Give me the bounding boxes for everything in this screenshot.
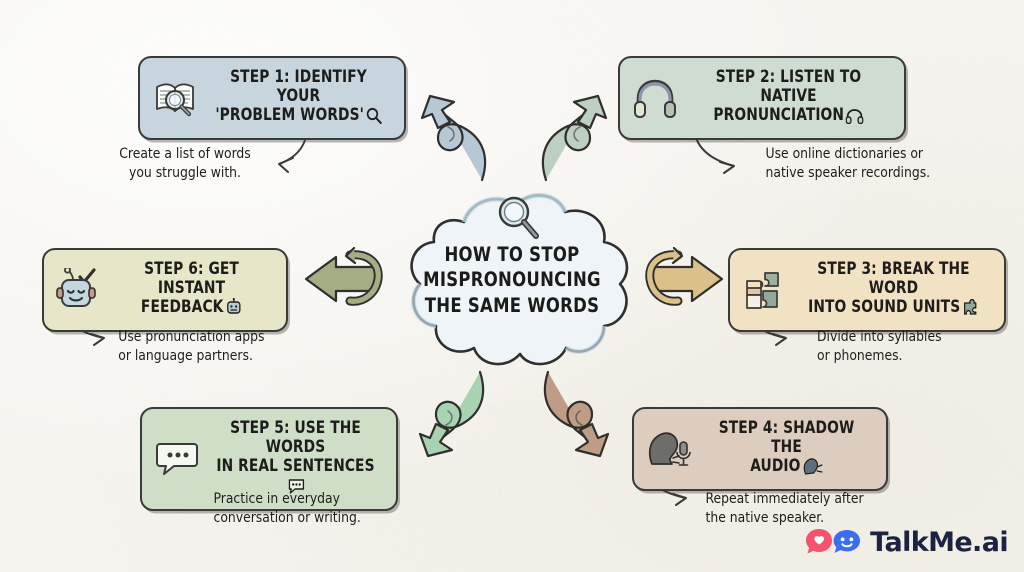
arrow-to-step-1 <box>420 94 487 182</box>
arrow-to-step-6 <box>304 246 383 306</box>
step-4-line1: STEP 4: SHADOW THE <box>718 418 855 457</box>
step-5-line1: STEP 5: USE THE WORDS <box>230 418 361 457</box>
step-1-line2: 'PROBLEM WORDS' <box>215 105 364 125</box>
step-2-line2: PRONUNCIATION <box>713 105 845 125</box>
step-6-line2: FEEDBACK <box>140 297 224 317</box>
book-magnifier-icon <box>152 76 198 120</box>
speech-bubble-icon <box>154 436 200 480</box>
step-box-3-title: STEP 3: BREAK THE WORD INTO SOUND UNITS <box>804 259 983 320</box>
step-caption-3: Divide into syllables or phonemes. <box>817 329 942 364</box>
arrow-to-step-5 <box>418 370 485 458</box>
step-3-line1: STEP 3: BREAK THE WORD <box>817 259 970 298</box>
puzzle-piece-icon <box>962 299 979 320</box>
step-box-1[interactable]: STEP 1: IDENTIFY YOUR 'PROBLEM WORDS' <box>138 56 406 141</box>
step-box-2[interactable]: STEP 2: LISTEN TO NATIVE PRONUNCIATION <box>618 56 906 141</box>
arrow-to-step-4 <box>543 370 610 458</box>
step-box-6[interactable]: STEP 6: GET INSTANT FEEDBACK <box>42 248 288 333</box>
cloud-shape <box>410 192 629 366</box>
talkme-logo[interactable]: TalkMe.ai <box>806 526 1009 558</box>
robot-icon <box>225 298 242 320</box>
step-box-5-title: STEP 5: USE THE WORDS IN REAL SENTENCES <box>215 418 376 499</box>
step-4-line2: AUDIO <box>750 456 801 476</box>
step-box-3[interactable]: STEP 3: BREAK THE WORD INTO SOUND UNITS <box>728 248 1006 333</box>
step-box-6-title: STEP 6: GET INSTANT FEEDBACK <box>117 259 267 320</box>
step-caption-5: Practice in everyday conversation or wri… <box>213 491 361 526</box>
step-5-line2: IN REAL SENTENCES <box>216 456 375 476</box>
speech-bubble-icon <box>288 478 306 498</box>
arrow-to-step-3 <box>645 246 724 306</box>
robot-check-icon <box>56 267 102 312</box>
step-box-2-title: STEP 2: LISTEN TO NATIVE PRONUNCIATION <box>694 67 883 128</box>
step-box-1-title: STEP 1: IDENTIFY YOUR 'PROBLEM WORDS' <box>213 67 383 128</box>
speaking-head-icon <box>802 458 823 479</box>
step-1-line1: STEP 1: IDENTIFY YOUR <box>230 67 367 106</box>
headphones-icon <box>845 108 864 128</box>
step-box-5[interactable]: STEP 5: USE THE WORDS IN REAL SENTENCES <box>140 407 398 511</box>
step-6-line1: STEP 6: GET INSTANT <box>144 259 239 298</box>
speaking-head-microphone-icon <box>646 427 692 471</box>
step-3-line2: INTO SOUND UNITS <box>808 297 961 317</box>
step-caption-6: Use pronunciation apps or language partn… <box>118 329 265 364</box>
headphones-icon <box>632 76 678 120</box>
step-box-4[interactable]: STEP 4: SHADOW THE AUDIO <box>632 407 888 492</box>
magnifying-glass-icon <box>498 196 539 239</box>
arrow-to-step-2 <box>541 94 608 182</box>
step-2-line1: STEP 2: LISTEN TO NATIVE <box>715 67 862 106</box>
logo-bubbles-icon <box>806 529 861 554</box>
step-caption-2: Use online dictionaries or native speake… <box>765 146 931 181</box>
magnifier-icon <box>366 107 382 128</box>
logo-text: TalkMe.ai <box>870 526 1008 558</box>
puzzle-pieces-icon <box>742 268 788 312</box>
step-caption-1: Create a list of words you struggle with… <box>119 146 251 181</box>
step-caption-4: Repeat immediately after the native spea… <box>705 491 864 526</box>
center-cloud: HOW TO STOP MISPRONOUNCING THE SAME WORD… <box>378 186 646 376</box>
step-box-4-title: STEP 4: SHADOW THE AUDIO <box>707 418 866 479</box>
